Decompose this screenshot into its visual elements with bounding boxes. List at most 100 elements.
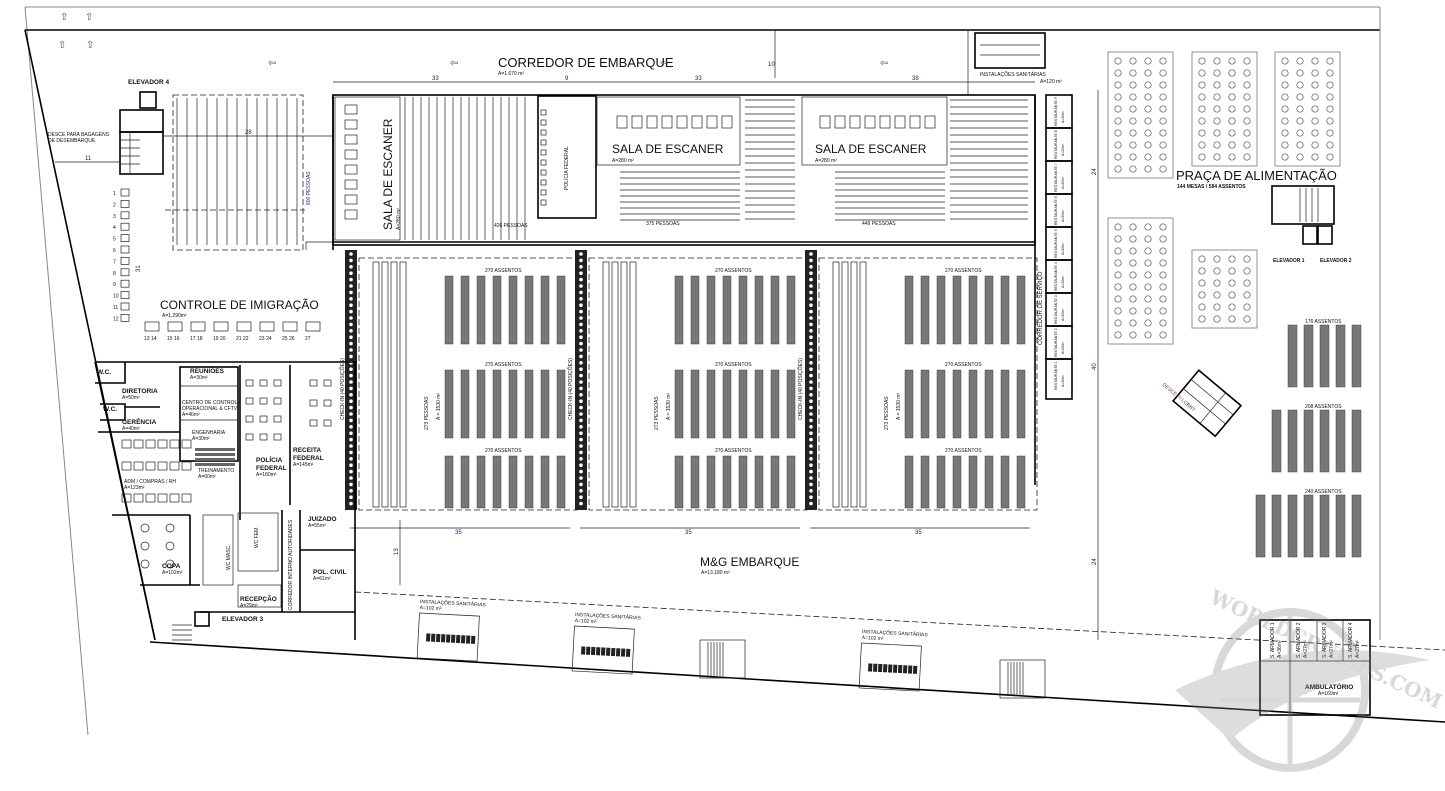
scanner-machine <box>344 119 358 130</box>
scanner-machine <box>706 115 718 129</box>
dining-table <box>1213 267 1221 275</box>
dining-table <box>1159 93 1167 101</box>
immigration-capacity: 800 PESSOAS <box>306 171 312 205</box>
checkin-position <box>579 457 583 461</box>
checkin-position <box>349 380 353 384</box>
engenharia-area: A=30m² <box>192 436 210 442</box>
dining-table <box>1114 57 1122 65</box>
dim-28: 28 <box>245 130 252 136</box>
checkin-position <box>349 252 353 256</box>
checkin-position <box>579 476 583 480</box>
checkin-position <box>579 444 583 448</box>
restaurant-label: RESTAURANTE 9 <box>1054 97 1058 126</box>
desk <box>145 493 156 503</box>
seat-block <box>1351 324 1362 388</box>
dining-table <box>1296 141 1304 149</box>
toilet-stall <box>426 633 431 642</box>
seats-label: 270 ASSENTOS <box>715 362 752 368</box>
dining-table <box>1129 247 1137 255</box>
checkin-position <box>809 316 813 320</box>
checkin-position <box>349 489 353 493</box>
dining-table <box>1144 117 1152 125</box>
checkin-position <box>349 405 353 410</box>
dining-table <box>1311 117 1319 125</box>
dining-table <box>1213 57 1221 65</box>
scanner-machine <box>344 164 358 175</box>
copa-label: COPA <box>162 563 181 570</box>
dining-table <box>1144 81 1152 89</box>
seat-block <box>674 369 684 439</box>
seat-block <box>904 369 914 439</box>
dining-table <box>1213 117 1221 125</box>
corridor-area: A=1.670 m² <box>498 71 524 77</box>
stair <box>999 659 1046 699</box>
dining-table <box>1243 69 1251 77</box>
desk <box>273 379 282 387</box>
booth-number: 17 18 <box>190 336 203 342</box>
pol-civil-area: A=61m² <box>313 576 331 582</box>
scanner-1-title: SALA DE ESCANER <box>381 118 395 230</box>
armador-block <box>1259 619 1371 716</box>
toilet-stall <box>460 635 466 644</box>
wc-masc-label: WC MASC. <box>226 544 232 570</box>
dining-table <box>1243 255 1251 263</box>
checkin-position <box>349 444 353 448</box>
dining-table <box>1198 303 1206 311</box>
restaurant <box>1045 193 1073 228</box>
dining-table <box>1144 235 1152 243</box>
seat-block <box>706 455 716 509</box>
checkin-position <box>579 316 583 320</box>
dining-table <box>1114 259 1122 267</box>
checkin-position <box>809 457 813 461</box>
dining-table <box>1228 153 1236 161</box>
dining-table <box>1296 129 1304 137</box>
checkin-position <box>809 252 813 256</box>
booth-number: 27 <box>305 336 311 342</box>
dining-table <box>1228 267 1236 275</box>
dining-table <box>1228 57 1236 65</box>
checkin-position <box>809 495 813 500</box>
dining-table <box>1159 295 1167 303</box>
seat-block <box>952 369 962 439</box>
booth <box>213 321 229 332</box>
dining-table <box>1213 255 1221 263</box>
seat-block <box>920 275 930 345</box>
adm-area: A=123m² <box>124 485 145 491</box>
scanner-machine <box>646 115 658 129</box>
booth-number: 7 <box>113 259 116 265</box>
wc-fem-label: WC FEM. <box>254 526 260 548</box>
checkin-area: A = 1530 m² <box>436 393 442 420</box>
toilet-stall <box>590 646 596 656</box>
dining-table <box>1144 259 1152 267</box>
seat-block <box>524 455 534 509</box>
checkin-position <box>349 469 353 474</box>
dining-table <box>1243 141 1251 149</box>
booth-number: 12 <box>113 316 119 322</box>
dining-table <box>1144 153 1152 161</box>
restaurant-area: A=20m² <box>1061 209 1065 222</box>
dining-table <box>1114 331 1122 339</box>
dining-table <box>1159 81 1167 89</box>
elevator-1-label: ELEVADOR 1 <box>1273 258 1305 264</box>
wc-label-2: W.C. <box>103 406 117 413</box>
dining-table <box>1144 223 1152 231</box>
checkin-position <box>579 418 583 423</box>
checkin-position <box>579 450 583 455</box>
checkin-position <box>579 322 583 327</box>
checkin-position <box>809 412 813 416</box>
dining-table <box>1159 117 1167 125</box>
seat-block <box>1303 409 1314 473</box>
dining-table <box>1114 129 1122 137</box>
dining-table <box>1159 223 1167 231</box>
dining-table <box>1198 141 1206 149</box>
checkin-position <box>349 450 353 455</box>
dining-table <box>1129 331 1137 339</box>
dining-table <box>1311 57 1319 65</box>
dining-table <box>1243 129 1251 137</box>
scanner-machine <box>616 115 628 129</box>
dining-table <box>1159 235 1167 243</box>
seat-block <box>936 455 946 509</box>
dining-table <box>1228 69 1236 77</box>
restaurant <box>1045 127 1073 162</box>
